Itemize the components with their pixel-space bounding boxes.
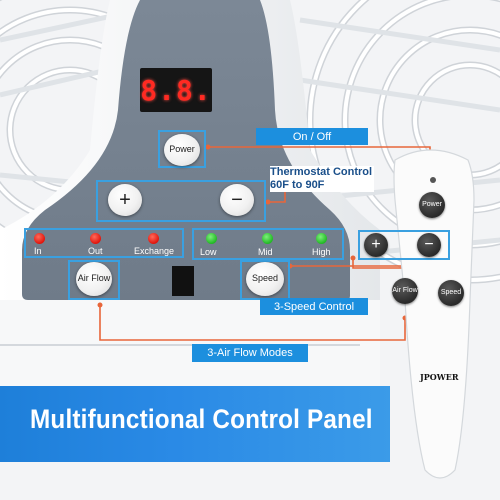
remote-power-button[interactable]: Power bbox=[419, 192, 445, 218]
callout-three-speed: 3-Speed Control bbox=[260, 298, 368, 315]
remote-speed-button[interactable]: Speed bbox=[438, 280, 464, 306]
airflow-modes-highlight bbox=[24, 228, 184, 258]
airflow-button-highlight bbox=[68, 260, 120, 300]
callout-three-airflow: 3-Air Flow Modes bbox=[192, 344, 308, 362]
speed-mid: Mid bbox=[258, 247, 273, 257]
callout-on-off: On / Off bbox=[256, 128, 368, 145]
plus-icon: + bbox=[371, 236, 381, 254]
remote-plus-button[interactable]: + bbox=[364, 233, 388, 257]
red-indicator-icon bbox=[90, 233, 101, 244]
power-button[interactable]: Power bbox=[164, 134, 200, 166]
remote-airflow-button[interactable]: Air Flow bbox=[392, 278, 418, 304]
minus-icon: − bbox=[424, 236, 434, 254]
callout-thermostat-line1: Thermostat Control bbox=[270, 166, 373, 178]
airflow-mode-exchange: Exchange bbox=[134, 246, 175, 256]
airflow-button[interactable]: Air Flow bbox=[76, 262, 112, 296]
power-highlight bbox=[158, 130, 206, 168]
remote-minus-button[interactable]: − bbox=[417, 233, 441, 257]
green-indicator-icon bbox=[206, 233, 217, 244]
minus-icon: − bbox=[231, 189, 243, 211]
speed-button[interactable]: Speed bbox=[246, 262, 284, 296]
speed-levels-highlight bbox=[192, 228, 344, 260]
green-indicator-icon bbox=[262, 233, 273, 244]
airflow-mode-in: In bbox=[34, 246, 42, 256]
speed-low: Low bbox=[200, 247, 217, 257]
red-indicator-icon bbox=[34, 233, 45, 244]
headline-text: Multifunctional Control Panel bbox=[30, 404, 373, 434]
panel-minus-button[interactable]: − bbox=[220, 184, 254, 216]
temp-controls-highlight bbox=[96, 180, 266, 222]
callout-thermostat: Thermostat Control 60F to 90F bbox=[270, 166, 374, 193]
green-indicator-icon bbox=[316, 233, 327, 244]
headline-banner bbox=[0, 386, 390, 462]
airflow-mode-out: Out bbox=[88, 246, 103, 256]
panel-plus-button[interactable]: + bbox=[108, 184, 142, 216]
remote-temp-highlight bbox=[358, 230, 450, 260]
plus-icon: + bbox=[119, 189, 131, 211]
led-display: 8.8. bbox=[140, 68, 212, 112]
red-indicator-icon bbox=[148, 233, 159, 244]
remote-brand-logo: JPOWER bbox=[420, 372, 459, 382]
speed-high: High bbox=[312, 247, 331, 257]
ir-sensor-icon bbox=[172, 266, 194, 296]
callout-thermostat-line2: 60F to 90F bbox=[270, 179, 325, 192]
